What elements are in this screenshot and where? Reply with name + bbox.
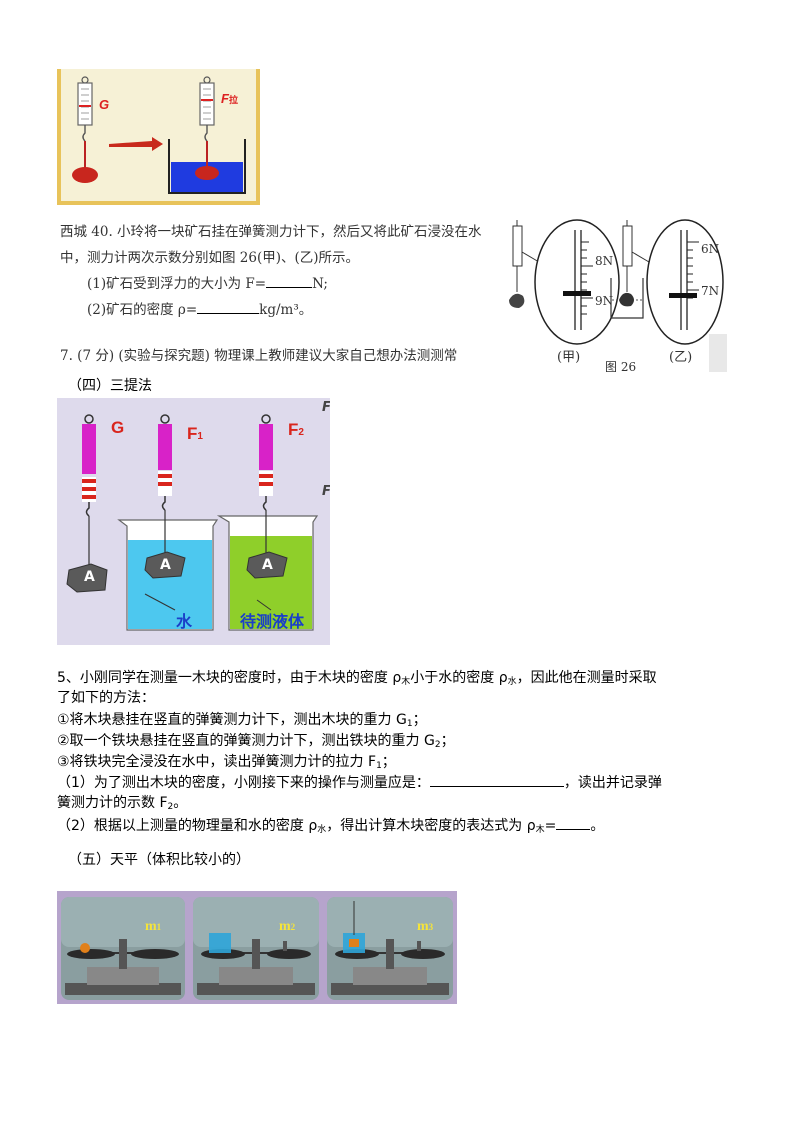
reading-jia-top: 8N [595, 254, 614, 268]
label-pull-force: F拉 [221, 91, 238, 106]
figure-4-svg [57, 891, 457, 1004]
problem5-step3: ③将铁块完全浸没在水中，读出弹簧测力计的拉力 F1； [57, 752, 396, 776]
problem5-q2-end: 。 [590, 818, 605, 834]
label-test-liquid: 待测液体 [240, 612, 305, 631]
problem5-q2-sub1: 水 [317, 825, 327, 835]
label-yi: (乙) [669, 350, 693, 365]
problem5-step1-end: ； [412, 712, 427, 728]
scan-line-1: 西城 40. 小玲将一块矿石挂在弹簧测力计下，然后又将此矿石浸没在水 [60, 224, 482, 240]
problem5-q1-line2-end: 。 [173, 795, 188, 811]
problem5-step1-sub: 1 [406, 719, 413, 729]
figure-scanned-question-26: 西城 40. 小玲将一块矿石挂在弹簧测力计下，然后又将此矿石浸没在水 中，测力计… [57, 210, 727, 372]
label-pull-force-f: F [221, 91, 229, 106]
label-m2-m: m [279, 919, 291, 934]
problem5-q2-a: （2）根据以上测量的物理量和水的密度 ρ [57, 818, 318, 834]
label-g: G [111, 418, 125, 437]
label-m3-m: m [417, 919, 429, 934]
edge-label-f-mid: F [322, 484, 330, 499]
problem5-step2: ②取一个铁块悬挂在竖直的弹簧测力计下，测出铁块的重力 G2； [57, 731, 455, 755]
problem5-step3-sub: 1 [376, 761, 382, 771]
scan-edge-shadow [709, 334, 727, 372]
label-m3: m3 [417, 919, 433, 935]
problem5-step2-end: ； [440, 733, 455, 749]
block-label-2: A [160, 557, 171, 573]
label-m1-sub: 1 [156, 922, 162, 932]
label-m2: m2 [279, 919, 295, 935]
reading-jia-bottom: 9N [595, 294, 614, 308]
scan-q1-unit: N; [312, 276, 328, 292]
spring-scale-illustration [509, 219, 724, 345]
figure-balance-measurements: m1 m2 m3 [57, 891, 457, 1004]
reading-yi-top: 6N [701, 242, 720, 256]
label-jia: (甲) [557, 350, 581, 365]
label-m1: m1 [145, 919, 161, 935]
scan-question-1: (1)矿石受到浮力的大小为 F= N; [87, 272, 328, 292]
figure-caption-26: 图 26 [605, 360, 637, 372]
label-f1-sub: 1 [197, 431, 203, 442]
block-label-3: A [262, 557, 273, 573]
problem5-intro-a: 5、小刚同学在测量一木块的密度时，由于木块的密度 ρ [57, 670, 402, 686]
problem5-step1-text: ①将木块悬挂在竖直的弹簧测力计下，测出木块的重力 G [57, 712, 407, 728]
label-gravity-g: G [99, 97, 110, 112]
label-f2: F2 [288, 420, 304, 440]
label-f2-f: F [288, 420, 299, 439]
problem5-q1-a: （1）为了测出木块的密度，小刚接下来的操作与测量应是： [57, 775, 430, 791]
scan-q2-unit: kg/m³。 [259, 302, 313, 318]
section-heading-5: （五）天平（体积比较小的） [68, 852, 250, 868]
problem5-q2-blank[interactable] [556, 815, 591, 830]
label-m2-sub: 2 [290, 922, 296, 932]
problem5-intro-sub2: 水 [507, 677, 517, 687]
problem5-q2-sub2: 木 [535, 825, 545, 835]
label-m3-sub: 3 [428, 922, 434, 932]
problem5-q1-line2: 簧测力计的示数 F2。 [57, 793, 187, 817]
problem5-q1-b: ，读出并记录弹 [563, 775, 662, 791]
reading-yi-bottom: 7N [701, 284, 720, 298]
problem5-q2-b: ，得出计算木块密度的表达式为 ρ [326, 818, 536, 834]
problem5-intro-b: 小于水的密度 ρ [410, 670, 508, 686]
label-f2-sub: 2 [298, 427, 304, 438]
problem5-intro: 5、小刚同学在测量一木块的密度时，由于木块的密度 ρ木小于水的密度 ρ水，因此他… [57, 668, 657, 692]
problem5-q2: （2）根据以上测量的物理量和水的密度 ρ水，得出计算木块密度的表达式为 ρ木= 。 [57, 815, 604, 840]
scan-q2-prefix: (2)矿石的密度 ρ= [87, 302, 198, 318]
scan-q1-prefix: (1)矿石受到浮力的大小为 F= [87, 276, 267, 292]
problem5-q1-line2-sub: 2 [167, 802, 174, 812]
label-pull-force-sub: 拉 [228, 95, 238, 105]
scan-q2-blank[interactable] [197, 299, 260, 314]
problem5-step2-sub: 2 [434, 740, 441, 750]
problem5-q1-line2-a: 簧测力计的示数 F [57, 795, 168, 811]
edge-label-f-top: F [322, 400, 330, 415]
problem5-step1: ①将木块悬挂在竖直的弹簧测力计下，测出木块的重力 G1； [57, 710, 427, 734]
label-f1: F1 [187, 424, 203, 444]
scan-q1-blank[interactable] [266, 273, 313, 288]
problem5-intro-line2: 了如下的方法： [57, 690, 155, 706]
label-m1-m: m [145, 919, 157, 934]
scan-line-2: 中，测力计两次示数分别如图 26(甲)、(乙)所示。 [60, 250, 360, 266]
problem5-q1: （1）为了测出木块的密度，小刚接下来的操作与测量应是： ，读出并记录弹 [57, 772, 662, 793]
problem5-step3-end: ； [381, 754, 396, 770]
figure-3-svg [57, 398, 330, 645]
scan-question-2: (2)矿石的密度 ρ= kg/m³。 [87, 298, 312, 318]
label-water: 水 [176, 612, 193, 631]
problem5-q1-blank[interactable] [429, 772, 564, 787]
problem5-intro-c: ，因此他在测量时采取 [516, 670, 657, 686]
figure-1-svg [57, 69, 260, 205]
section-heading-4: （四）三提法 [68, 378, 152, 394]
problem5-intro-sub1: 木 [401, 677, 411, 687]
figure-three-lift-method: G F1 F2 A A A 水 待测液体 F F [57, 398, 330, 645]
problem5-step3-text: ③将铁块完全浸没在水中，读出弹簧测力计的拉力 F [57, 754, 377, 770]
problem5-step2-text: ②取一个铁块悬挂在竖直的弹簧测力计下，测出铁块的重力 G [57, 733, 435, 749]
figure-spring-scale-sequence: G F拉 [57, 69, 260, 205]
scan-line-q7: 7. (7 分) (实验与探究题) 物理课上教师建议大家自己想办法测测常 [60, 348, 458, 364]
label-f1-f: F [187, 424, 198, 443]
block-label-1: A [84, 569, 95, 585]
problem5-q2-c: = [544, 818, 557, 834]
